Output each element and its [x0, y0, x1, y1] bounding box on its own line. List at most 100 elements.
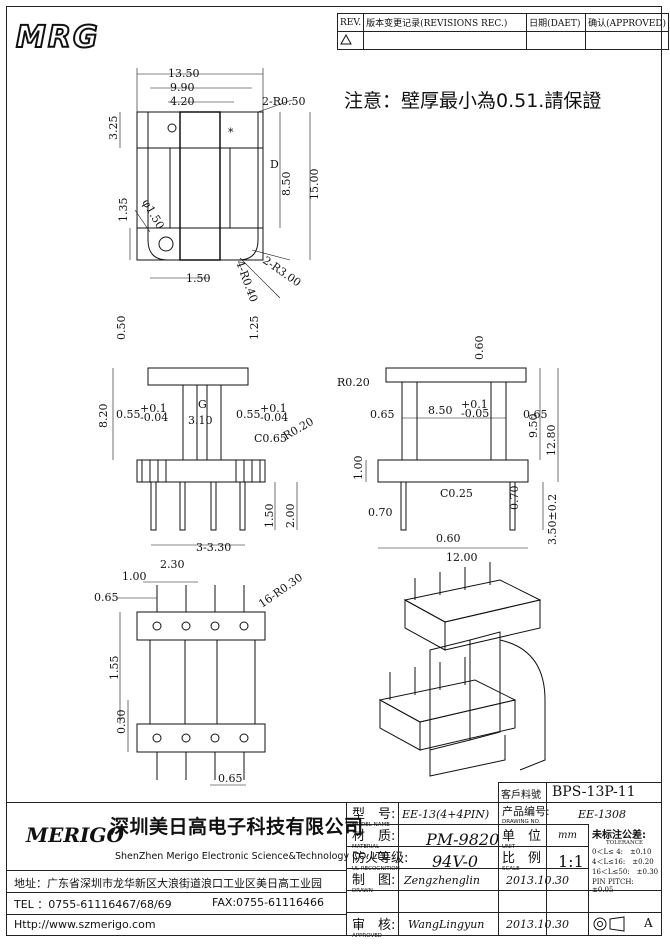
drawing-value: EE-1308 — [578, 808, 626, 821]
drawn-value: Zengzhenglin — [404, 874, 480, 887]
dim-star: * — [228, 126, 234, 139]
dim-v050: 0.50 — [115, 316, 128, 341]
tolerance-sub: TOLERANCE — [606, 840, 643, 846]
approved-label: 审 核:APPROVED — [352, 918, 396, 939]
technical-drawing: 13.50 9.90 4.20 2-R0.50 * D 8.50 15.00 3… — [94, 67, 559, 786]
part-no-label: 客戶料號 — [501, 790, 541, 801]
dim-w100: 1.00 — [122, 570, 147, 583]
dim-c: 4.20 — [170, 95, 195, 108]
dim-h155: 1.55 — [108, 656, 121, 681]
rev-triangle-icon — [336, 31, 365, 50]
dim-w065a: 0.65 — [370, 408, 395, 421]
dim-k: 12.80 — [545, 425, 558, 457]
dim-w070a: 0.70 — [368, 506, 393, 519]
dim-e: 15.00 — [308, 169, 321, 201]
tolerance-3: 16＜L≤50: ±0.30 — [592, 868, 659, 876]
drawn-label: 制 图:DRAWN — [352, 873, 396, 894]
dim-w850: 8.50 — [428, 404, 453, 417]
isometric-view — [378, 562, 546, 777]
dim-l: 9.50 — [527, 414, 540, 439]
dim-h325: 3.25 — [107, 116, 120, 141]
company-tel: TEL ：0755-61116467/68/69 — [14, 898, 172, 911]
bottom-view-bottom-row — [136, 723, 266, 753]
front-view-top-flange — [147, 367, 249, 386]
dim-h135: 1.35 — [117, 198, 130, 223]
dim-w150: 1.50 — [186, 272, 211, 285]
dim-r300: 2-R3.00 — [260, 254, 303, 290]
dim-c065: C0.65 — [254, 432, 287, 445]
bottom-view-top-row — [136, 611, 266, 641]
dim-tol-p01-c: +0.1 — [461, 398, 488, 411]
approved-value: WangLingyun — [408, 918, 485, 931]
tolerance-4: PIN PITCH: ±0.05 — [592, 878, 641, 894]
dim-v200: 2.00 — [284, 504, 297, 529]
merigo-logo: MERIGO — [26, 823, 124, 847]
dim-d: 8.50 — [280, 172, 293, 197]
dim-w055b: 0.55 — [236, 408, 261, 421]
material-label: 材 质:MATERIAL — [352, 829, 396, 850]
dim-v060: 0.60 — [473, 336, 486, 361]
dim-h: 1.50 — [263, 504, 276, 529]
model-label: 型 号:MODEL NAME — [352, 807, 396, 828]
drawing-frame — [6, 6, 662, 936]
sheet-size: A — [644, 916, 653, 930]
material-value: PM-9820 — [426, 830, 500, 849]
tolerance-1: 0＜L≤ 4: ±0.10 — [592, 848, 652, 856]
dim-n: 0.60 — [436, 532, 461, 545]
dim-phi150: φ1.50 — [139, 197, 166, 231]
company-website[interactable]: Http://www.szmerigo.com — [14, 918, 156, 931]
dim-tol-m004-a: -0.04 — [140, 411, 168, 424]
company-name-en: ShenZhen Merigo Electronic Science&Techn… — [115, 851, 389, 862]
wall-thickness-note: 注意：壁厚最小為0.51.請保證 — [344, 90, 602, 112]
dim-v350: 3.50±0.2 — [546, 494, 559, 545]
dim-w230: 2.30 — [160, 558, 185, 571]
dim-b: 9.90 — [170, 81, 195, 94]
approved-date: 2013.10.30 — [506, 918, 569, 931]
dim-m: 1.00 — [352, 456, 365, 481]
dim-c025: C0.25 — [440, 487, 473, 500]
front-view-base — [136, 459, 266, 483]
drawn-date: 2013.10.30 — [506, 874, 569, 887]
company-fax: FAX:0755-61116466 — [212, 896, 325, 909]
drawing-label: 产品编号:DRAWING NO. — [502, 805, 550, 825]
model-value: EE-13(4+4PIN) — [402, 808, 490, 821]
side-view-top-flange — [385, 367, 527, 383]
dim-tol-m005: -0.05 — [461, 407, 489, 420]
dim-w065d: 0.65 — [218, 772, 243, 785]
dim-h030: 0.30 — [115, 710, 128, 735]
projection-symbol-icon — [592, 916, 628, 936]
part-no: BPS-13P-11 — [552, 784, 636, 800]
dim-o: 12.00 — [446, 551, 478, 564]
dim-w070b: 0.70 — [508, 486, 521, 511]
tolerance-2: 4＜L≤16: ±0.20 — [592, 858, 654, 866]
dim-v125: 1.25 — [248, 316, 261, 341]
title-block: 客戶料號 BPS-13P-11 型 号:MODEL NAME EE-13(4+4… — [6, 782, 662, 939]
dim-tol-p01-b: +0.1 — [260, 402, 287, 415]
dim-w065c: 0.65 — [94, 591, 119, 604]
dim-w055a: 0.55 — [116, 408, 141, 421]
dim-a: 13.50 — [168, 67, 200, 80]
mrg-logo: MRG — [15, 19, 100, 56]
dim-tol-m004-b: -0.04 — [260, 411, 288, 424]
scale-value: 1:1 — [558, 852, 584, 871]
dim-tol-p01-a: +0.1 — [140, 402, 167, 415]
unit-value: mm — [558, 830, 577, 841]
fire-label: 防火等级:UL RECOGNITION — [352, 851, 409, 872]
dim-w065b: 0.65 — [523, 408, 548, 421]
dim-f: 8.20 — [97, 404, 110, 429]
dim-r020b: R0.20 — [337, 376, 370, 389]
company-address: 地址：广东省深圳市龙华新区大浪街道浪口工业区美日高工业园 — [14, 877, 322, 890]
revision-table: REV. 版本变更记录(REVISIONS REC.) 日期(DAET) 确认(… — [336, 13, 670, 50]
dim-d-label: D — [270, 158, 279, 171]
dim-r030: 16-R0.30 — [256, 571, 305, 611]
fire-value: 94V-0 — [432, 852, 479, 871]
pin1-marker — [158, 236, 174, 252]
top-view-flange — [147, 112, 259, 261]
top-view-outline — [136, 111, 264, 261]
dim-r050: 2-R0.50 — [262, 95, 306, 108]
dim-g: 3.10 — [188, 414, 213, 427]
company-name-cn: 深圳美日高电子科技有限公司 — [110, 816, 364, 838]
tolerance-title: 未标注公差: — [592, 830, 646, 841]
